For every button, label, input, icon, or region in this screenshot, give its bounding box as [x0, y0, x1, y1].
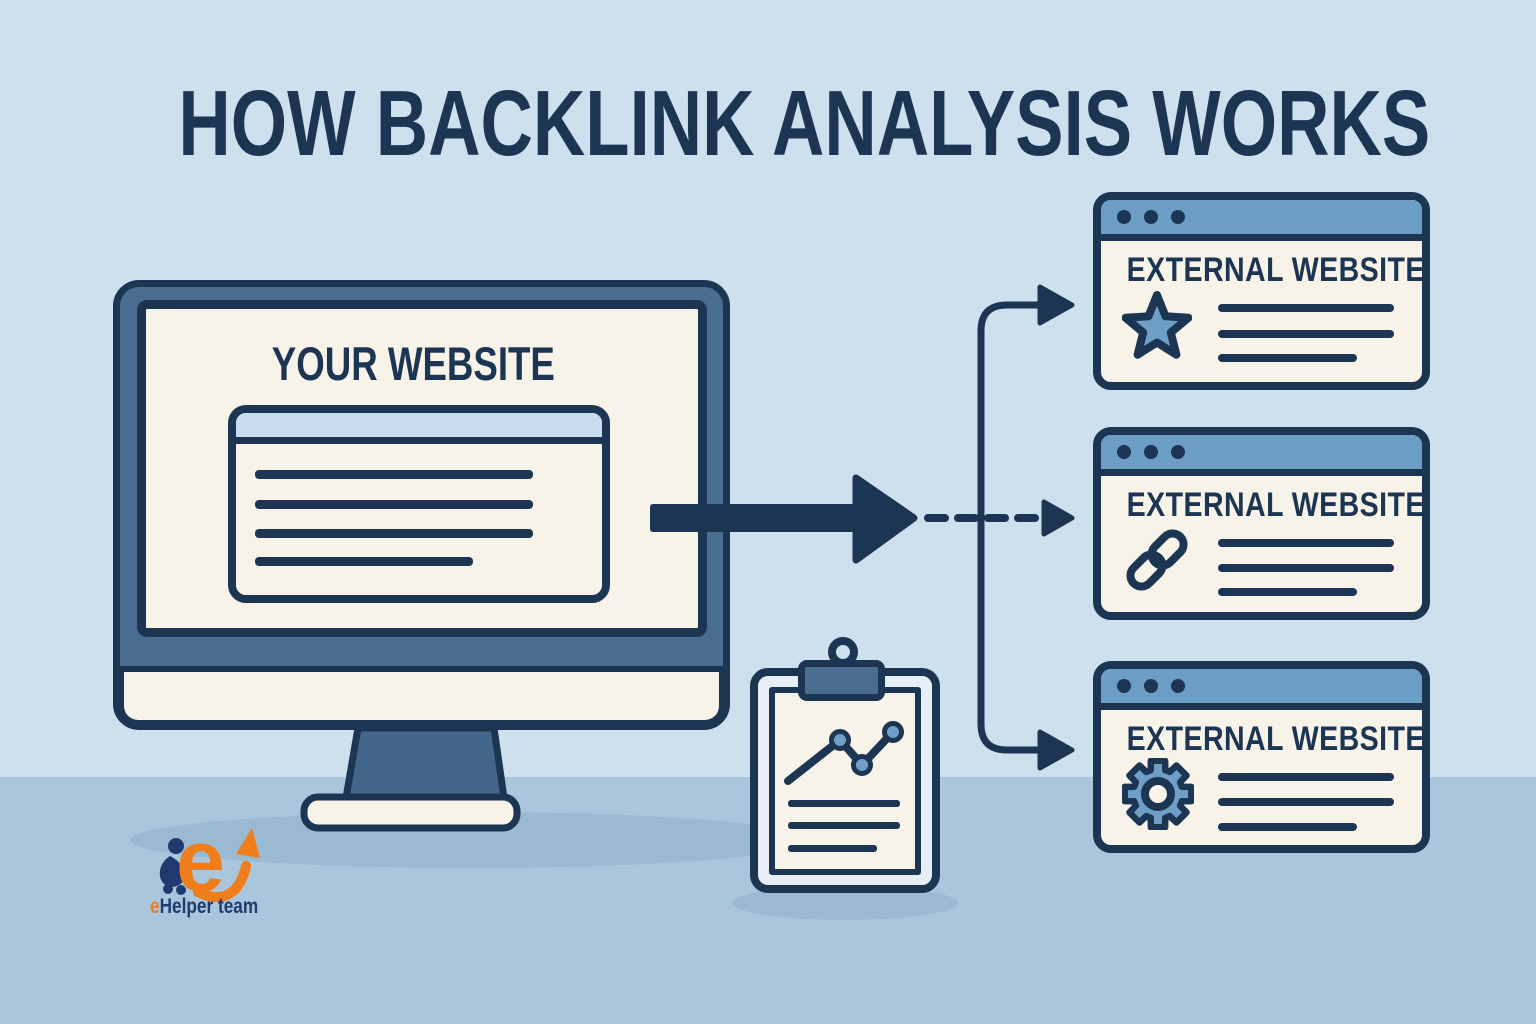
- text-line: [1218, 354, 1357, 362]
- window-dot-icon: [1144, 445, 1158, 459]
- connector-line: [977, 301, 1044, 754]
- branch-connector: [977, 284, 1075, 771]
- card-titlebar: [1101, 435, 1422, 476]
- text-line: [1218, 798, 1394, 806]
- dashed-arrow: [924, 499, 1075, 537]
- your-website-label: YOUR WEBSITE: [271, 337, 555, 390]
- window-dot-icon: [1117, 445, 1131, 459]
- gear-icon: [1122, 758, 1194, 830]
- monitor-stand: [300, 724, 521, 832]
- text-line: [1218, 823, 1357, 831]
- link-icon: [1126, 529, 1188, 591]
- stand-neck: [342, 724, 508, 802]
- text-line: [255, 557, 473, 566]
- text-line: [788, 822, 900, 829]
- window-dot-icon: [1144, 210, 1158, 224]
- card-titlebar: [1101, 200, 1422, 241]
- browser-titlebar: [236, 413, 602, 444]
- arrow-head: [852, 474, 918, 564]
- text-line: [1218, 773, 1394, 781]
- card-heading: EXTERNAL WEBSITE: [1126, 720, 1425, 758]
- window-dot-icon: [1144, 679, 1158, 693]
- logo-person-icon: [159, 838, 186, 895]
- arrow-shaft: [650, 504, 862, 532]
- card-heading: EXTERNAL WEBSITE: [1126, 486, 1425, 524]
- text-line: [788, 800, 900, 807]
- window-dot-icon: [1171, 210, 1185, 224]
- text-line: [1218, 539, 1394, 547]
- text-line: [788, 845, 877, 852]
- brand-name-rest: Helper team: [159, 895, 259, 918]
- logo-e-swirl-icon: e: [176, 818, 260, 902]
- star-icon: [1122, 291, 1192, 359]
- clipboard-clip: [798, 660, 885, 701]
- card-titlebar: [1101, 669, 1422, 710]
- window-dot-icon: [1117, 210, 1131, 224]
- text-line: [1218, 304, 1394, 312]
- window-dot-icon: [1171, 445, 1185, 459]
- page-title: HOW BACKLINK ANALYSIS WORKS: [178, 71, 1431, 175]
- arrow-head-top: [1037, 284, 1075, 326]
- brand-name: eHelper team: [150, 895, 258, 919]
- stand-base: [300, 793, 521, 832]
- main-flow-arrow: [650, 474, 918, 564]
- window-dot-icon: [1171, 679, 1185, 693]
- text-line: [1218, 564, 1394, 572]
- brand-name-accent: e: [150, 895, 160, 918]
- arrow-head-bottom: [1037, 729, 1075, 771]
- text-line: [255, 529, 533, 538]
- brand-logo: e: [159, 818, 260, 902]
- text-line: [1218, 330, 1394, 338]
- text-line: [255, 500, 533, 509]
- window-dot-icon: [1117, 679, 1131, 693]
- arrow-head-middle: [1041, 499, 1075, 537]
- card-heading: EXTERNAL WEBSITE: [1126, 251, 1425, 289]
- text-line: [1218, 588, 1357, 596]
- monitor-chin: [118, 666, 725, 726]
- line-chart-icon: [784, 721, 904, 785]
- text-line: [255, 470, 533, 479]
